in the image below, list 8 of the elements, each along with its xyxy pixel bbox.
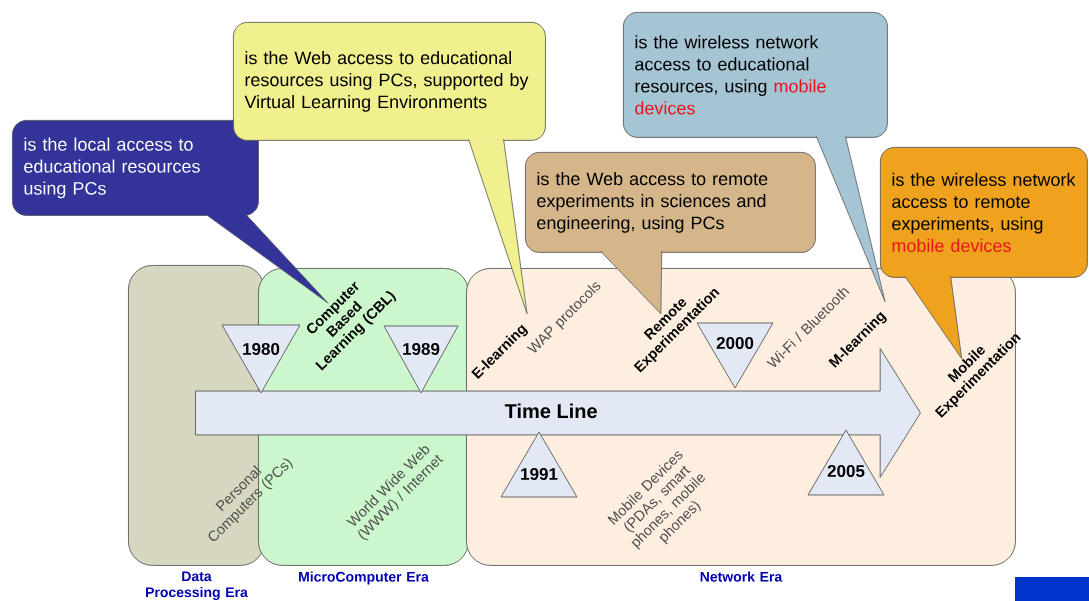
node-label: MicroComputer Era: [299, 571, 429, 585]
speech-bubble: is the local access to educational resources using PCs: [12, 120, 329, 304]
year-triangle: 1980: [221, 324, 301, 394]
year-triangle: 2005: [807, 429, 885, 496]
node-label: Data Processing Era: [146, 571, 248, 601]
year-triangle: 1989: [383, 325, 459, 394]
node-label: Network Era: [700, 571, 783, 582]
year-triangle: 1991: [500, 431, 578, 498]
